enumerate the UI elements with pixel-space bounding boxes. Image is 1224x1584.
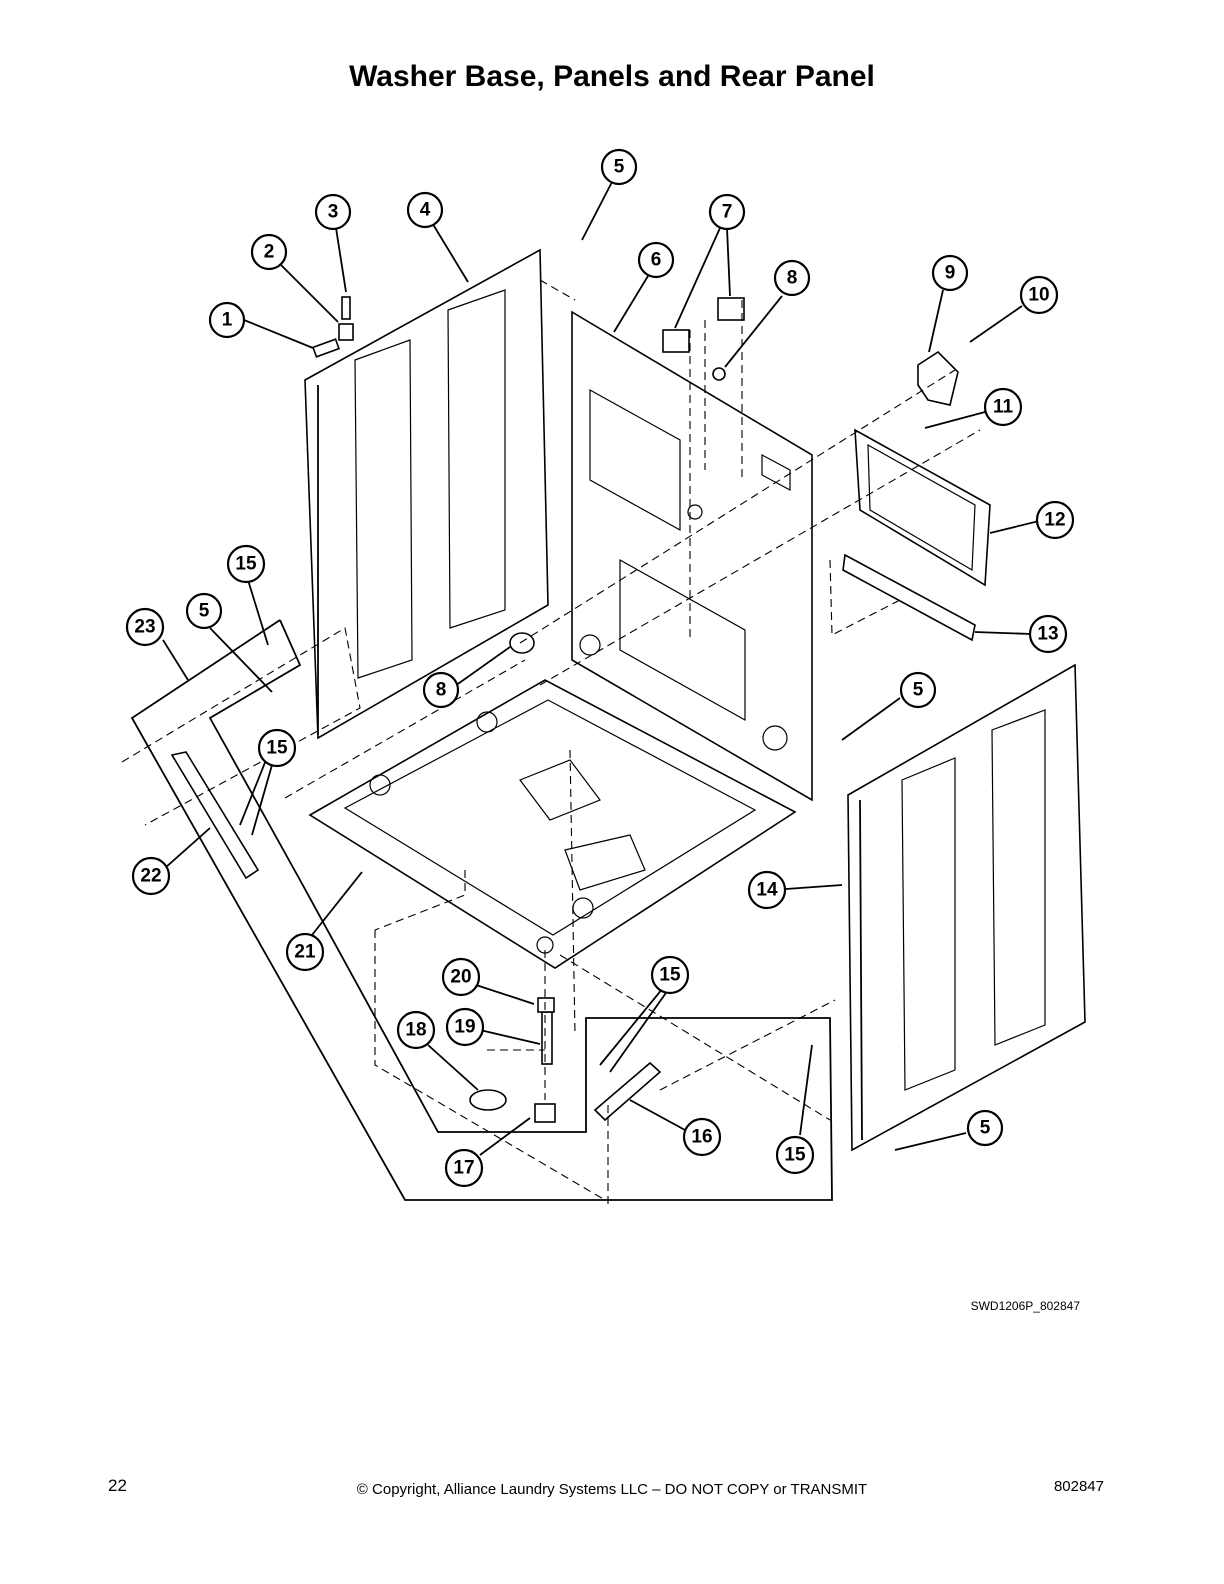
copyright-notice: © Copyright, Alliance Laundry Systems LL… (356, 1481, 868, 1498)
callout-5-right: 5 (899, 671, 937, 709)
callout-2: 2 (250, 233, 288, 271)
document-number: 802847 (1053, 1478, 1104, 1495)
washer-base (308, 679, 797, 969)
page-number: 22 (108, 1476, 127, 1495)
svg-text:20: 20 (450, 967, 471, 988)
svg-text:9: 9 (945, 263, 956, 284)
label-b (717, 297, 745, 321)
svg-text:16: 16 (691, 1127, 712, 1148)
svg-text:1: 1 (222, 310, 233, 331)
callout-15-front: 15 (650, 955, 690, 995)
callout-9: 9 (931, 254, 969, 292)
callout-5-top: 5 (600, 148, 638, 186)
svg-text:5: 5 (199, 601, 210, 622)
cover-plate (917, 350, 959, 406)
lower-strip (842, 553, 976, 642)
svg-text:8: 8 (787, 268, 798, 289)
callout-4: 4 (406, 191, 444, 229)
svg-text:11: 11 (993, 397, 1014, 418)
svg-text:5: 5 (614, 157, 625, 178)
access-cover (854, 428, 991, 587)
svg-text:22: 22 (140, 866, 161, 887)
page-title: Washer Base, Panels and Rear Panel (349, 60, 875, 93)
left-side-panel (304, 248, 549, 740)
svg-text:5: 5 (980, 1118, 991, 1139)
callout-10: 10 (1019, 275, 1059, 315)
callout-6: 6 (637, 241, 675, 279)
svg-text:15: 15 (235, 554, 257, 575)
left-bracket (170, 751, 260, 880)
callout-8-top: 8 (773, 259, 811, 297)
callout-12: 12 (1035, 500, 1075, 540)
grommet (509, 632, 535, 654)
nut (338, 323, 354, 341)
svg-text:12: 12 (1044, 510, 1065, 531)
callout-17: 17 (444, 1148, 484, 1188)
callout-5-left: 5 (185, 592, 223, 630)
alignment-lines (121, 279, 981, 1205)
plug (712, 367, 726, 381)
svg-text:21: 21 (294, 942, 316, 963)
bolt (341, 296, 351, 320)
svg-text:6: 6 (651, 250, 662, 271)
front-bracket (593, 1061, 662, 1122)
svg-text:3: 3 (328, 202, 339, 223)
callout-16: 16 (682, 1117, 722, 1157)
svg-text:23: 23 (134, 617, 155, 638)
svg-text:7: 7 (722, 202, 733, 223)
callout-15-left-mid: 15 (257, 728, 297, 768)
callout-13: 13 (1028, 614, 1068, 654)
leg-foot (534, 1103, 556, 1123)
drawing-code: SWD1206P_802847 (970, 1299, 1080, 1313)
group-outline (130, 619, 833, 1201)
callout-21: 21 (285, 932, 325, 972)
callout-5-bottom: 5 (966, 1109, 1004, 1147)
callout-15-right: 15 (775, 1135, 815, 1175)
svg-text:8: 8 (436, 680, 447, 701)
svg-text:10: 10 (1028, 285, 1049, 306)
foot-pad (469, 1089, 507, 1111)
rear-panel (571, 310, 813, 802)
svg-text:2: 2 (264, 242, 275, 263)
callout-15-left-top: 15 (226, 544, 266, 584)
callout-11: 11 (983, 387, 1023, 427)
callout-7: 7 (708, 193, 746, 231)
callout-8-lower: 8 (422, 671, 460, 709)
callout-23: 23 (125, 607, 165, 647)
callout-14: 14 (747, 870, 787, 910)
callout-18: 18 (396, 1010, 436, 1050)
callout-1: 1 (208, 301, 246, 339)
svg-text:4: 4 (420, 200, 431, 221)
callout-3: 3 (314, 193, 352, 231)
svg-text:19: 19 (454, 1017, 475, 1038)
callout-20: 20 (441, 957, 481, 997)
svg-text:17: 17 (453, 1158, 474, 1179)
svg-text:18: 18 (405, 1020, 426, 1041)
label-a (662, 329, 690, 353)
pad (311, 338, 341, 358)
leg-nut (537, 997, 555, 1013)
svg-text:5: 5 (913, 680, 924, 701)
svg-text:15: 15 (266, 738, 288, 759)
right-side-panel (847, 663, 1086, 1152)
leveling-leg (541, 1011, 553, 1065)
callout-22: 22 (131, 856, 171, 896)
svg-text:13: 13 (1037, 624, 1058, 645)
svg-text:14: 14 (756, 880, 778, 901)
callout-19: 19 (445, 1007, 485, 1047)
svg-text:15: 15 (784, 1145, 806, 1166)
svg-text:15: 15 (659, 965, 681, 986)
leader-lines (162, 181, 1040, 1156)
